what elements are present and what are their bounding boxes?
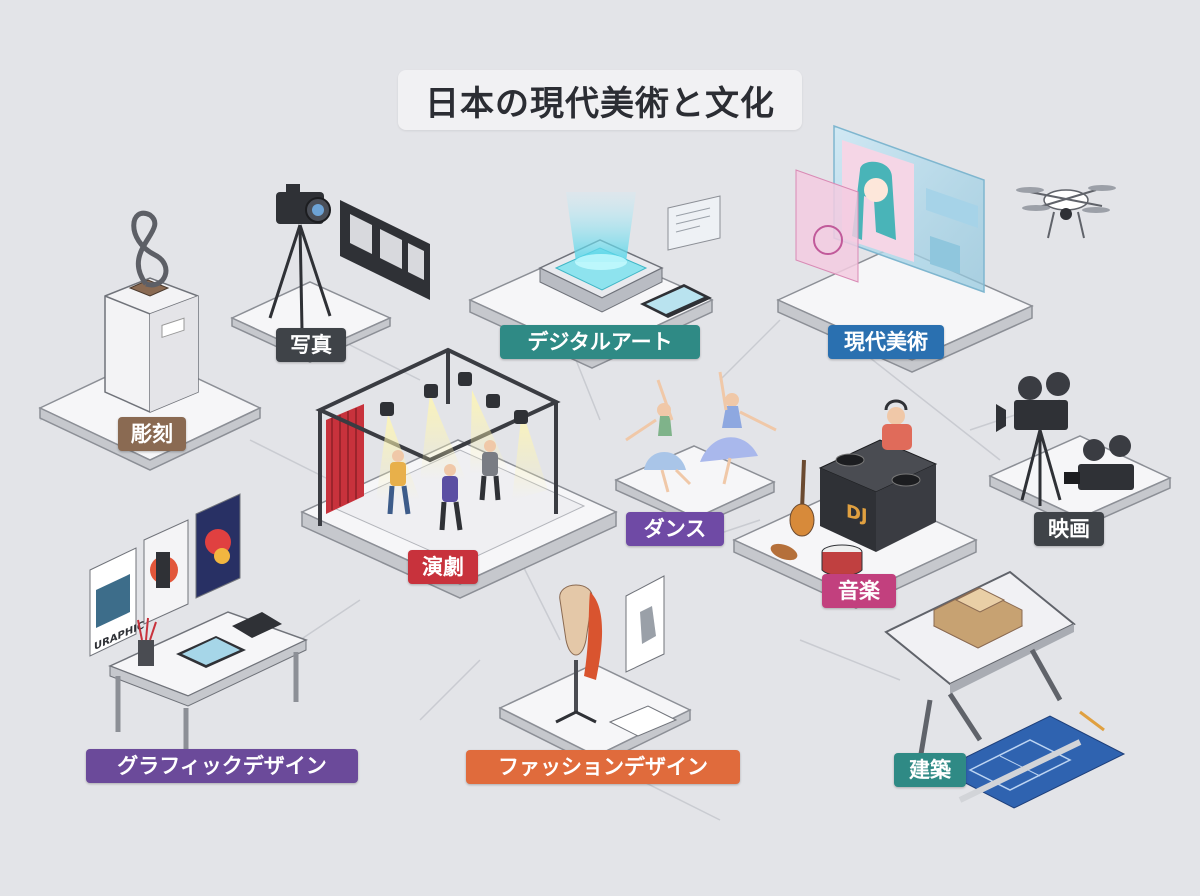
blueprint [938,710,1126,809]
label-contemporary-art: 現代美術 [828,325,944,359]
character-screen [842,140,914,262]
page-title: 日本の現代美術と文化 [398,70,802,130]
label-sculpture: 彫刻 [118,417,186,451]
label-music: 音楽 [822,574,896,608]
label-dance: ダンス [626,512,724,546]
film-station [988,372,1172,529]
dj-booth: DJ [818,439,938,552]
architecture-station [884,570,1126,809]
movie-camera-icon [996,372,1070,506]
spotlights [380,372,528,424]
stage-curtain [326,404,364,514]
tripod [268,224,332,331]
dance-station [614,371,777,527]
pen-cup-icon [137,617,157,666]
label-architecture: 建築 [894,753,966,787]
actors [387,440,501,531]
label-film: 映画 [1034,512,1104,546]
building-model [932,587,1024,649]
dj-person [882,399,912,450]
contemporary-art-station [776,124,1116,373]
violin-icon [770,543,798,561]
dance-platform [614,445,776,519]
fashion-design-station [498,575,692,767]
dancer-2 [700,371,777,485]
hologram-table [538,192,664,313]
info-panel-icon [667,195,721,251]
label-theater: 演劇 [408,550,478,584]
photography-station [230,184,430,363]
label-digital-art: デジタルアート [500,325,700,359]
graphic-design-station: URAPHIC [89,493,308,760]
dancer-1 [625,379,692,493]
music-station: DJ [732,399,978,609]
camera-icon [276,184,331,224]
drone-icon [1016,185,1116,239]
pedestal [104,277,199,413]
holographic-screens [795,124,985,294]
sculpture-station [38,210,262,471]
mannequin-icon [555,584,603,724]
label-graphic-design: グラフィックデザイン [86,749,358,783]
tablet-icon [176,612,282,668]
sketchbook-icon [608,575,678,737]
guitar-icon [789,459,815,537]
drum-icon [821,544,863,577]
tablet-icon [640,284,712,318]
theater-station [300,347,618,599]
abstract-sculpture [128,210,170,297]
label-photography: 写真 [276,328,346,362]
dj-booth-text: DJ [846,501,868,527]
label-fashion-design: ファッションデザイン [466,750,740,784]
projector-icon [1064,435,1134,490]
film-strip-icon [340,200,430,300]
